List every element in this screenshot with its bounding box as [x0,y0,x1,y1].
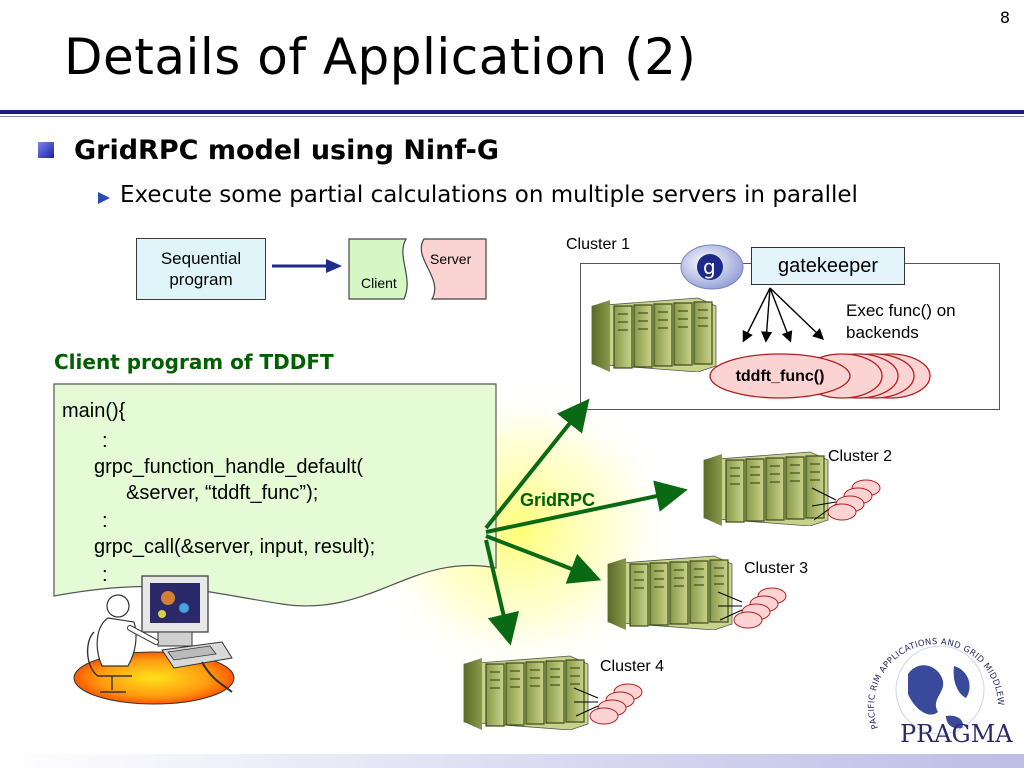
client-program-title: Client program of TDDFT [54,350,334,374]
code-line: grpc_function_handle_default( [94,456,364,478]
server-rack-icon [588,292,718,372]
cluster-3-processes [717,587,787,629]
bullet-2: Execute some partial calculations on mul… [120,182,858,208]
sequential-label-line1: Sequential [160,249,242,268]
pragma-globe-icon: PACIFIC RIM APPLICATIONS AND GRID MIDDLE… [848,624,1013,748]
server-label: Server [430,251,472,267]
exec-line-2: backends [846,323,919,342]
cluster-2-processes [811,479,881,521]
split-arrow [272,259,342,273]
globus-letter: g [703,255,716,279]
exec-func-note: Exec func() on backends [846,300,956,344]
gatekeeper-fanout-arrows [742,287,825,343]
gridrpc-label: GridRPC [520,490,596,510]
bullet-square-icon [38,142,54,158]
sequential-program-box: Sequential program [136,238,266,300]
cluster-3-label: Cluster 3 [744,560,809,577]
bullet-triangle-icon [98,192,110,204]
slide-title: Details of Application (2) [64,28,697,86]
gridrpc-arrows [484,398,688,646]
title-divider [0,110,1024,114]
cluster-1-label: Cluster 1 [566,236,631,253]
cluster-4-label: Cluster 4 [600,658,665,675]
page-number: 8 [999,8,1010,27]
bullet-1: GridRPC model using Ninf-G [74,135,500,166]
code-line: : [102,564,108,586]
client-label: Client [361,275,397,291]
code-panel [53,383,497,607]
client-server-split: Client Server [348,238,487,300]
user-at-computer-icon [73,575,235,705]
tddft-func-label: tddft_func() [736,368,825,385]
code-line: : [102,510,108,532]
server-rack-icon [460,650,590,730]
globus-icon: g [680,244,744,290]
code-line: grpc_call(&server, input, result); [94,536,376,558]
cluster-2-label: Cluster 2 [828,448,893,465]
footer-band [0,754,1024,768]
gatekeeper-label: gatekeeper [777,254,879,277]
code-line: &server, “tddft_func”); [126,482,319,504]
cluster-4-processes [573,683,643,725]
code-line: : [102,430,108,452]
title-divider-thin [0,116,1024,117]
pragma-logo-text: PRAGMA [900,720,1013,748]
code-line: main(){ [62,400,126,422]
exec-line-1: Exec func() on [846,301,956,320]
gatekeeper-box: gatekeeper [751,247,905,285]
sequential-label-line2: program [169,270,233,289]
tddft-func-processes: tddft_func() [709,353,931,399]
